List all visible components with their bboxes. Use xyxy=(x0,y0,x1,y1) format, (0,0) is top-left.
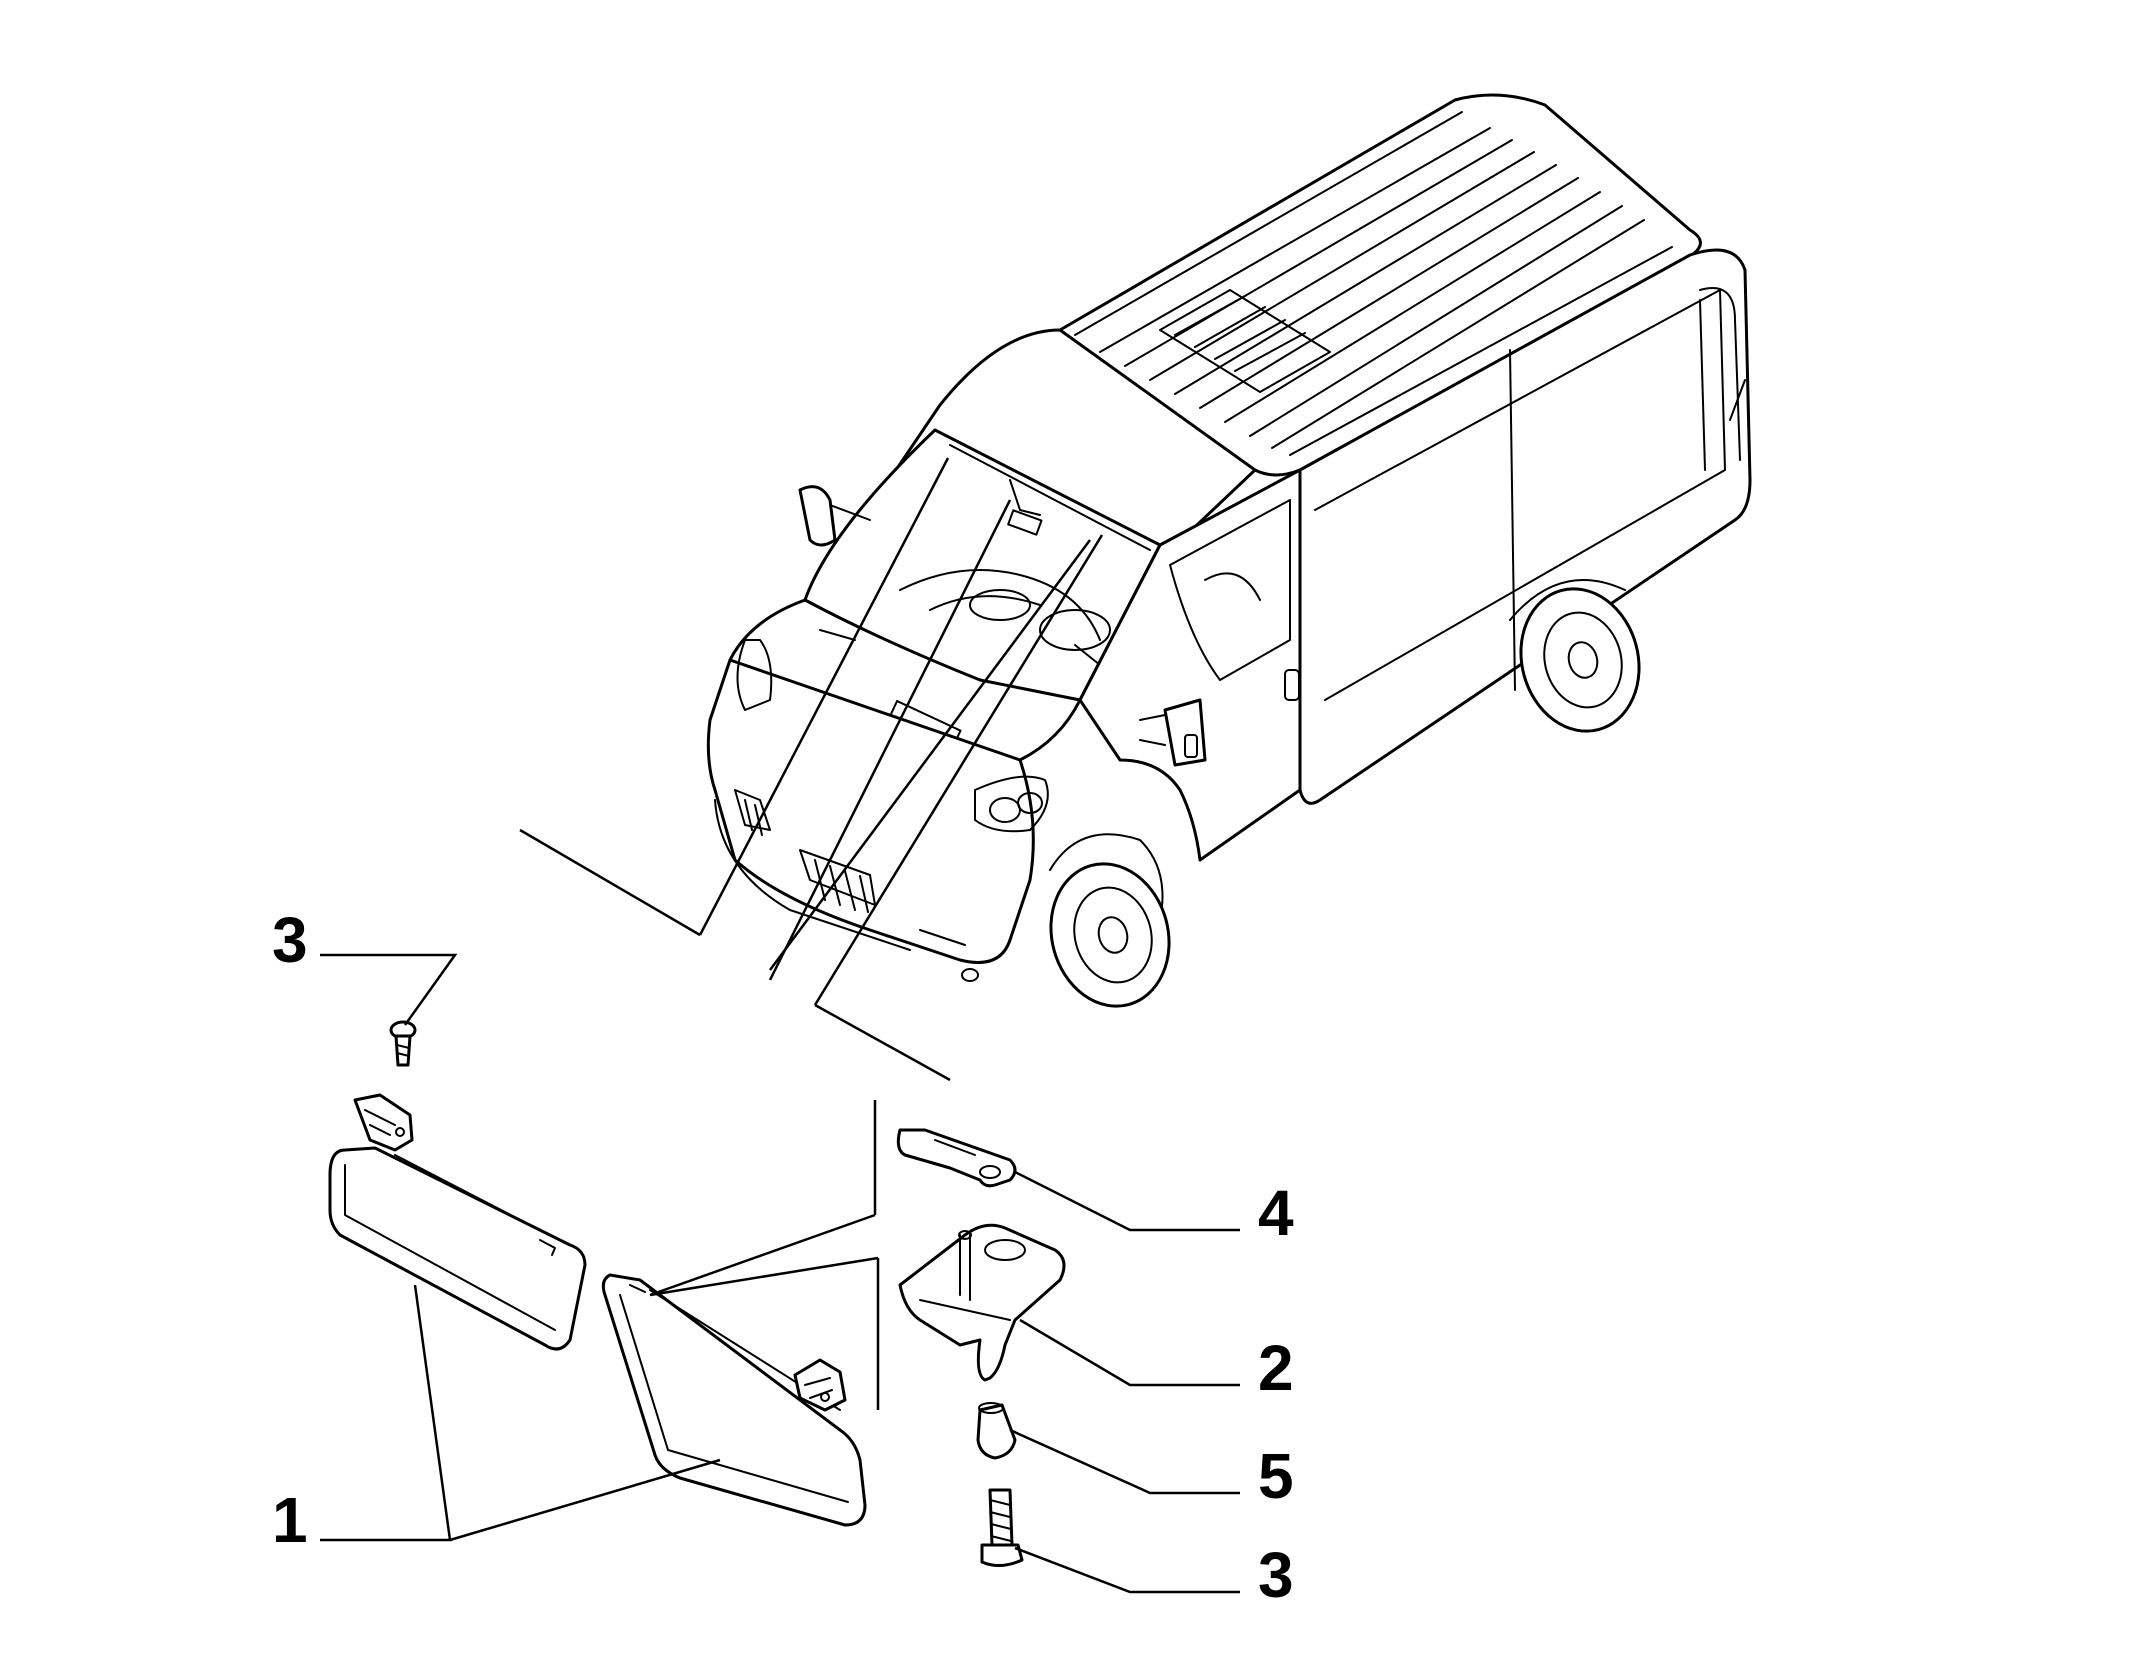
callout-3-lower: 3 xyxy=(1258,1539,1294,1611)
callout-2: 2 xyxy=(1258,1332,1294,1404)
van-illustration xyxy=(519,93,1752,1082)
sun-visor-right xyxy=(601,1273,867,1527)
screw-lower-part xyxy=(980,1488,1024,1567)
screw-upper-part xyxy=(389,1020,417,1067)
clip-part xyxy=(896,1128,1017,1188)
callout-5: 5 xyxy=(1258,1440,1294,1512)
sun-visor-left xyxy=(328,1093,587,1351)
callout-leaders xyxy=(320,953,1240,1594)
callout-4: 4 xyxy=(1258,1177,1294,1249)
support-bracket-part xyxy=(898,1223,1066,1382)
callout-1: 1 xyxy=(272,1484,308,1556)
callout-3-upper: 3 xyxy=(272,904,308,976)
nut-part xyxy=(976,1402,1017,1460)
